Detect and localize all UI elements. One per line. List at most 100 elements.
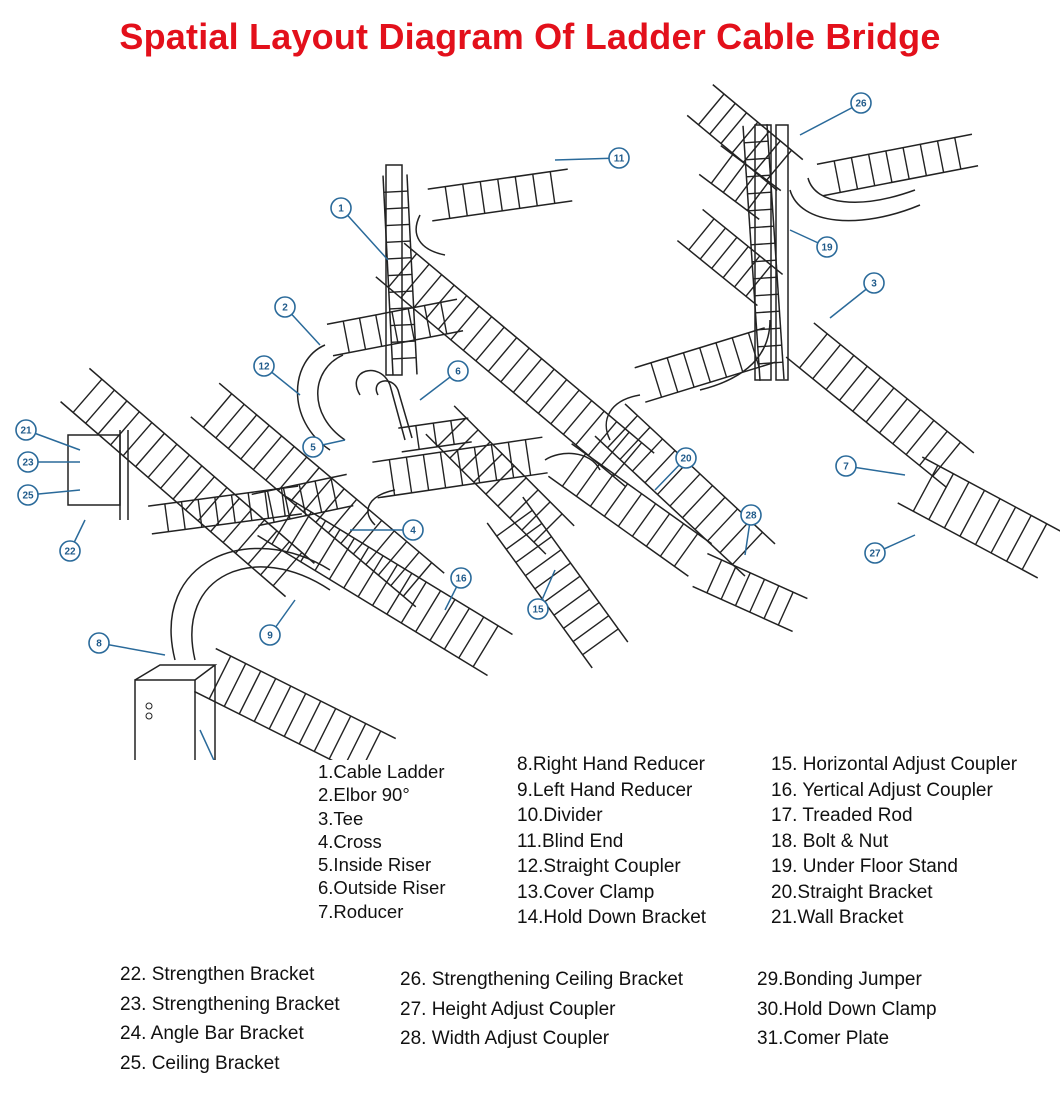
callout-number: 6 bbox=[455, 367, 461, 378]
legend-item: 3.Tee bbox=[318, 807, 364, 829]
ladder-segment bbox=[251, 473, 354, 527]
legend-item: 28. Width Adjust Coupler bbox=[400, 1028, 610, 1049]
callout-number: 25 bbox=[22, 491, 34, 502]
callout-5: 5 bbox=[302, 436, 346, 458]
ladder-segment bbox=[372, 436, 548, 499]
legend-item: 13.Cover Clamp bbox=[517, 881, 655, 903]
ladder-segment bbox=[60, 367, 315, 598]
callout-number: 15 bbox=[532, 605, 544, 616]
legend-item: 17. Treaded Rod bbox=[771, 805, 913, 826]
ladder-segment bbox=[148, 485, 302, 535]
callout-12: 12 bbox=[253, 355, 301, 396]
legend-item: 1.Cable Ladder bbox=[318, 761, 445, 782]
callout-number: 11 bbox=[614, 154, 625, 165]
callout-7: 7 bbox=[835, 455, 906, 477]
ladder-segment bbox=[742, 124, 785, 381]
callout-number: 23 bbox=[22, 458, 34, 469]
legend-item: 26. Strengthening Ceiling Bracket bbox=[400, 969, 684, 990]
callout-number: 1 bbox=[338, 204, 344, 215]
callout-number: 5 bbox=[310, 443, 316, 454]
callout-number: 28 bbox=[745, 511, 757, 522]
ladder-segment bbox=[326, 298, 464, 357]
legend-item: 30.Hold Down Clamp bbox=[757, 998, 937, 1020]
legend-item: 14.Hold Down Bracket bbox=[517, 907, 707, 928]
callout-21: 21 bbox=[15, 419, 81, 451]
ladder-segment bbox=[785, 322, 975, 488]
callout-26: 26 bbox=[799, 92, 872, 136]
legend-item: 23. Strengthening Bracket bbox=[120, 993, 340, 1015]
callout-27: 27 bbox=[864, 534, 916, 564]
ladder-runs bbox=[60, 84, 1060, 760]
legend-item: 5.Inside Riser bbox=[318, 854, 432, 876]
legend-item: 12.Straight Coupler bbox=[517, 856, 681, 877]
legend-item: 2.Elbor 90° bbox=[318, 784, 410, 806]
callout-3: 3 bbox=[829, 272, 885, 319]
callout-2: 2 bbox=[274, 296, 321, 346]
legend-item: 27. Height Adjust Coupler bbox=[400, 998, 616, 1020]
legend-item: 8.Right Hand Reducer bbox=[517, 754, 705, 775]
ladder-segment bbox=[686, 84, 804, 191]
legend-item: 24. Angle Bar Bracket bbox=[120, 1023, 304, 1044]
legend-item: 20.Straight Bracket bbox=[771, 881, 933, 903]
legend-item: 10.Divider bbox=[517, 805, 603, 826]
legend-item: 9.Left Hand Reducer bbox=[517, 779, 693, 801]
ladder-segment bbox=[634, 327, 776, 403]
callout-6: 6 bbox=[419, 360, 469, 401]
ladder-segment bbox=[257, 493, 513, 677]
ladder-segment bbox=[547, 443, 713, 577]
legend-item: 16. Yertical Adjust Coupler bbox=[771, 779, 993, 801]
callout-8: 8 bbox=[88, 632, 166, 656]
legend-column-1: 1.Cable Ladder 2.Elbor 90° 3.Tee 4.Cross… bbox=[318, 760, 446, 923]
callout-4: 4 bbox=[350, 519, 424, 541]
callout-number: 12 bbox=[258, 362, 270, 373]
legend-column-2: 8.Right Hand Reducer 9.Left Hand Reducer… bbox=[517, 752, 706, 931]
legend-item: 15. Horizontal Adjust Coupler bbox=[771, 754, 1018, 775]
ladder-segment bbox=[897, 456, 1060, 579]
ladder-segment bbox=[193, 647, 397, 760]
legend-item: 4.Cross bbox=[318, 830, 382, 852]
legend-column-4: 22. Strengthen Bracket 23. Strengthening… bbox=[120, 960, 340, 1078]
callout-number: 19 bbox=[821, 243, 833, 254]
ladder-segment bbox=[427, 168, 573, 222]
callout-19: 19 bbox=[789, 229, 838, 258]
legend-item: 31.Comer Plate bbox=[757, 1028, 890, 1049]
legend-column-6: 29.Bonding Jumper 30.Hold Down Clamp 31.… bbox=[757, 965, 937, 1054]
callout-number: 9 bbox=[267, 631, 273, 642]
callout-number: 16 bbox=[455, 574, 467, 585]
callout-number: 20 bbox=[680, 454, 692, 465]
callout-number: 2 bbox=[282, 303, 288, 314]
callout-number: 22 bbox=[64, 547, 76, 558]
callout-20: 20 bbox=[654, 447, 697, 491]
legend-column-5: 26. Strengthening Ceiling Bracket 27. He… bbox=[400, 965, 683, 1054]
callout-22: 22 bbox=[59, 519, 86, 562]
callout-number: 21 bbox=[20, 426, 32, 437]
legend-item: 21.Wall Bracket bbox=[771, 907, 904, 928]
callout-number: 27 bbox=[869, 549, 881, 560]
callout-number: 7 bbox=[843, 462, 849, 473]
callout-1: 1 bbox=[330, 197, 389, 261]
legend-item: 6.Outside Riser bbox=[318, 877, 446, 899]
legend-item: 11.Blind End bbox=[517, 830, 624, 852]
callout-31: 31 bbox=[199, 729, 215, 760]
callout-25: 25 bbox=[17, 484, 81, 506]
diagram-details bbox=[67, 124, 921, 760]
page-title: Spatial Layout Diagram Of Ladder Cable B… bbox=[119, 16, 941, 57]
ladder-segment bbox=[486, 496, 629, 669]
ladder-segment bbox=[398, 417, 472, 453]
callout-number: 8 bbox=[96, 639, 102, 650]
callout-number: 3 bbox=[871, 279, 877, 290]
legend-item: 22. Strengthen Bracket bbox=[120, 964, 315, 985]
legend-item: 25. Ceiling Bracket bbox=[120, 1052, 280, 1074]
legend-column-3: 15. Horizontal Adjust Coupler 16. Yertic… bbox=[771, 752, 1017, 931]
callout-28: 28 bbox=[740, 504, 762, 556]
legend-item: 19. Under Floor Stand bbox=[771, 856, 958, 877]
legend-item: 29.Bonding Jumper bbox=[757, 969, 922, 990]
callout-23: 23 bbox=[17, 451, 80, 473]
ladder-segment bbox=[816, 133, 979, 197]
callout-number: 4 bbox=[410, 526, 416, 537]
callout-15: 15 bbox=[527, 569, 556, 620]
callout-labels: 1234567891112151619202123252622272831 bbox=[15, 92, 916, 760]
callout-number: 26 bbox=[855, 99, 867, 110]
ladder-segment bbox=[692, 552, 808, 633]
